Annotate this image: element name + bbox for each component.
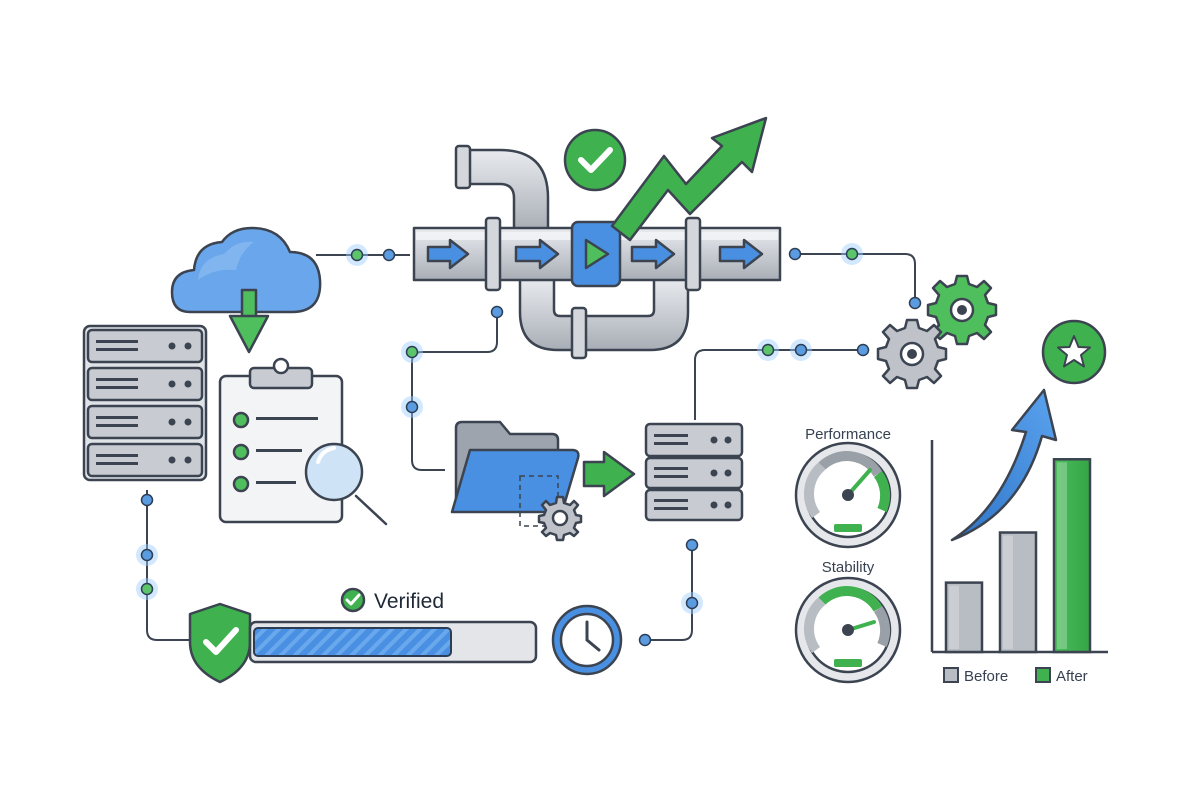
magnifier-icon [304,442,388,526]
chart-bar-highlight [1003,535,1013,649]
clock-icon [551,604,623,676]
progress-fill [253,627,452,657]
chart-bar-before-1 [944,581,984,654]
stability-gauge [794,576,902,684]
progress-bar [248,620,538,664]
chart-bar-highlight [1057,462,1067,649]
chart-bar-after-3 [1052,458,1092,654]
trend-arrow-icon [610,116,768,242]
stability-gauge-group: Stability [794,559,902,684]
chart-bars [944,458,1092,654]
legend-swatch-after [1035,667,1051,683]
stability-label: Stability [822,559,875,576]
connector-nodes [136,243,922,647]
server-icon [644,422,744,522]
growth-arrow-icon [950,388,1058,542]
chart-bar-before-2 [998,531,1038,654]
chart-legend: Before After [943,667,1088,685]
legend-swatch-before [943,667,959,683]
folder-to-server-arrow [582,450,636,498]
folder-icon [450,420,580,527]
performance-label: Performance [805,426,891,443]
legend-before: Before [964,668,1008,685]
shield-check-icon [188,602,252,684]
performance-gauge-group: Performance [794,426,902,549]
comparison-chart: Before After [930,319,1108,685]
performance-gauge [794,441,902,549]
gears-icon [876,274,998,390]
chart-bar-highlight [949,585,959,649]
legend-after: After [1056,668,1088,685]
verified-label-group: Verified [340,587,444,613]
play-icon [570,220,622,288]
server-rack-icon [82,324,208,482]
check-circle-icon [563,128,627,192]
star-badge-icon [1041,319,1107,385]
small-gear-icon [537,495,583,542]
verified-label: Verified [374,590,444,613]
cloud-download-icon [170,226,322,354]
